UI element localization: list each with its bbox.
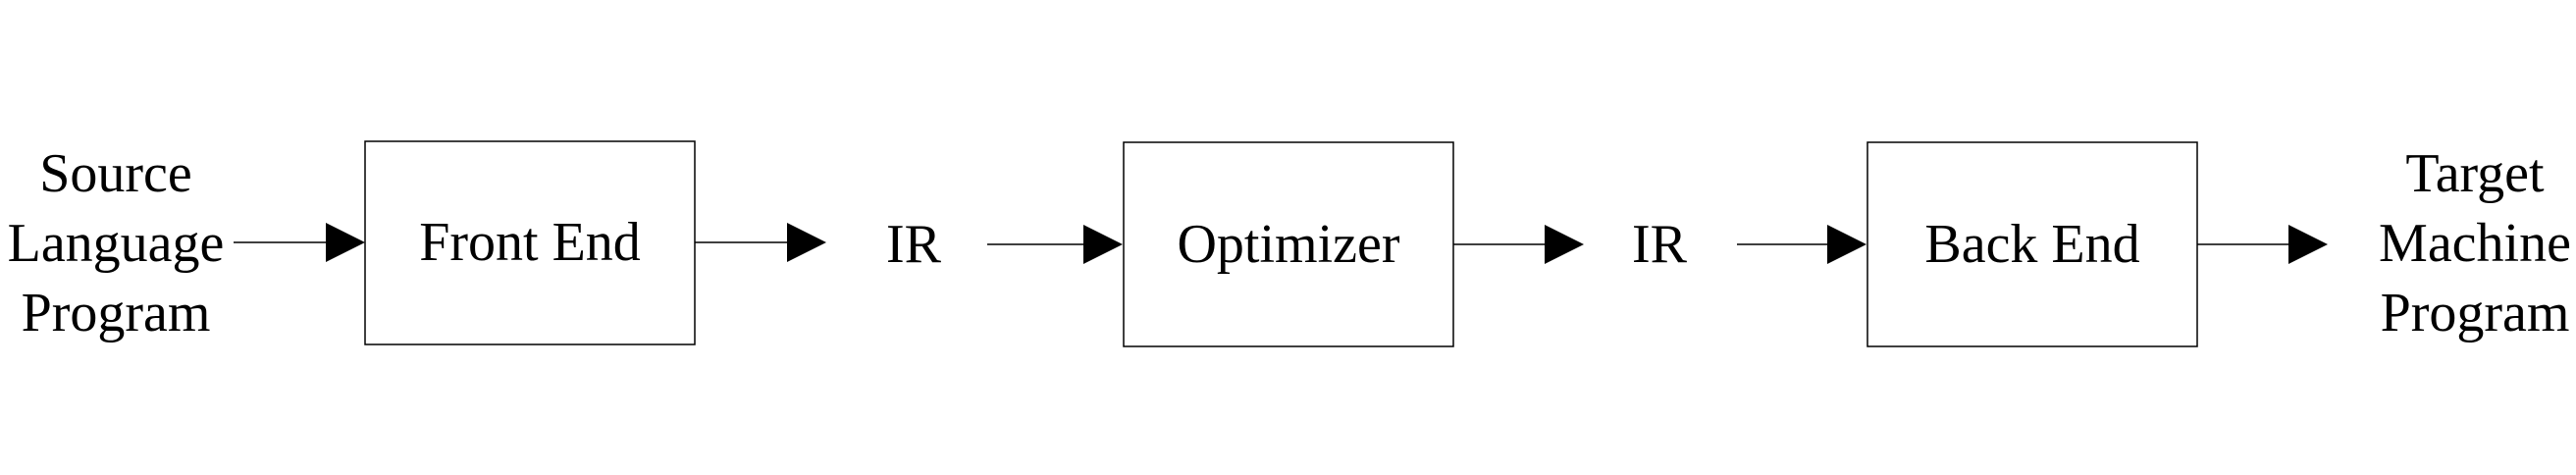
ir-label-2: IR: [1632, 214, 1688, 275]
arrow-ir-to-back-end: [1737, 225, 1866, 264]
ir-label-1: IR: [886, 214, 942, 275]
target-line-3: Program: [2381, 283, 2570, 343]
source-line-3: Program: [22, 283, 211, 343]
arrow-back-end-to-target: [2197, 225, 2328, 264]
front-end-box: Front End: [364, 140, 696, 345]
target-line-2: Machine: [2379, 213, 2571, 274]
source-line-1: Source: [39, 143, 192, 204]
source-line-2: Language: [8, 213, 225, 274]
target-line-1: Target: [2405, 143, 2545, 204]
arrow-optimizer-to-ir: [1453, 225, 1584, 264]
source-node: Source Language Program: [8, 143, 225, 343]
back-end-label: Back End: [1924, 214, 2139, 275]
arrow-front-end-to-ir: [695, 223, 826, 262]
arrow-ir-to-optimizer: [987, 225, 1123, 264]
back-end-box: Back End: [1866, 141, 2198, 347]
front-end-label: Front End: [419, 212, 641, 273]
optimizer-label: Optimizer: [1177, 214, 1399, 275]
arrow-source-to-front-end: [234, 223, 365, 262]
optimizer-box: Optimizer: [1123, 141, 1454, 347]
target-node: Target Machine Program: [2379, 143, 2571, 343]
